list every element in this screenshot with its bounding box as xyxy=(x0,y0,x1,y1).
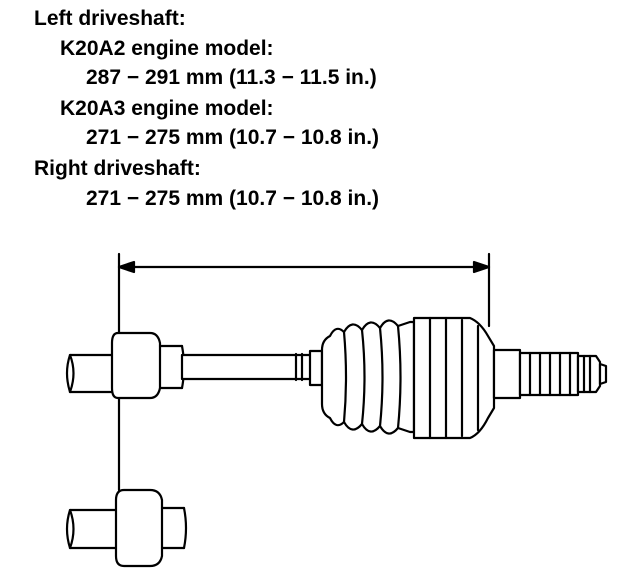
k20a2-engine-label: K20A2 engine model: xyxy=(60,37,274,60)
length-dimension-arrow xyxy=(117,252,491,340)
inner-joint-housing xyxy=(110,331,186,400)
k20a3-length-value: 271 − 275 mm (10.7 − 10.8 in.) xyxy=(86,126,380,149)
k20a3-engine-label: K20A3 engine model: xyxy=(60,97,274,120)
outer-joint-housing xyxy=(412,316,496,440)
lower-joint-housing xyxy=(114,488,188,568)
right-driveshaft-heading: Right driveshaft: xyxy=(34,157,201,180)
outer-cv-boot xyxy=(320,319,416,435)
left-driveshaft-heading: Left driveshaft: xyxy=(34,7,186,30)
right-length-value: 271 − 275 mm (10.7 − 10.8 in.) xyxy=(86,187,380,210)
outer-spline-stub xyxy=(492,348,608,400)
k20a2-length-value: 287 − 291 mm (11.3 − 11.5 in.) xyxy=(86,66,377,89)
boot-band xyxy=(308,349,324,387)
main-shaft xyxy=(180,352,316,382)
